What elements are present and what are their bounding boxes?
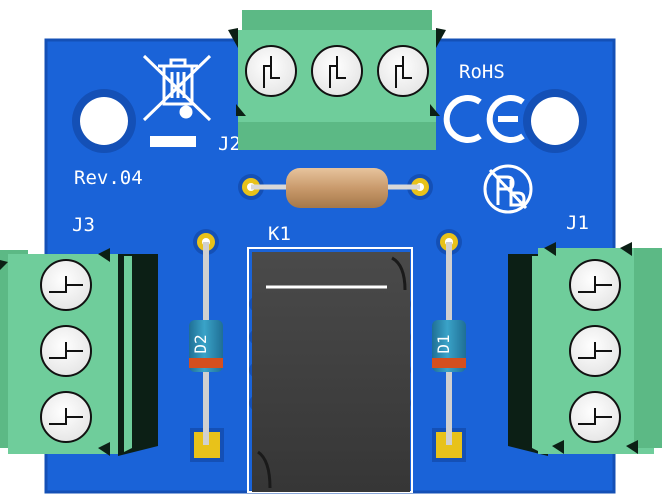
weee-bin-icon: [142, 54, 212, 122]
label-rohs: RoHS: [459, 61, 505, 83]
label-rev: Rev.04: [74, 167, 143, 189]
resistor: [238, 168, 433, 208]
label-j2: J2: [218, 133, 241, 155]
label-k1: K1: [268, 223, 291, 245]
diode-d1: D1: [432, 229, 466, 462]
diode-d2: D2: [189, 229, 224, 462]
terminal-block-j1: [508, 242, 662, 456]
relay-k1: [247, 247, 413, 493]
label-d1: D1: [434, 334, 453, 353]
label-j3: J3: [72, 214, 95, 236]
screw-icon: [377, 45, 429, 97]
ce-mark-icon: [443, 95, 525, 143]
mounting-hole-right: [523, 89, 587, 153]
lead-free-icon: [483, 164, 533, 214]
screw-icon: [311, 45, 363, 97]
screw-icon: [569, 325, 621, 377]
screw-icon: [40, 391, 92, 443]
screw-icon: [40, 259, 92, 311]
screw-icon: [569, 391, 621, 443]
screw-icon: [245, 45, 297, 97]
label-d2: D2: [191, 334, 210, 353]
mounting-hole-left: [72, 89, 136, 153]
screw-icon: [40, 325, 92, 377]
screw-icon: [569, 259, 621, 311]
terminal-block-j3: [0, 248, 158, 456]
label-j1: J1: [566, 212, 589, 234]
weee-bar: [150, 136, 196, 147]
terminal-block-j2: [228, 10, 446, 150]
